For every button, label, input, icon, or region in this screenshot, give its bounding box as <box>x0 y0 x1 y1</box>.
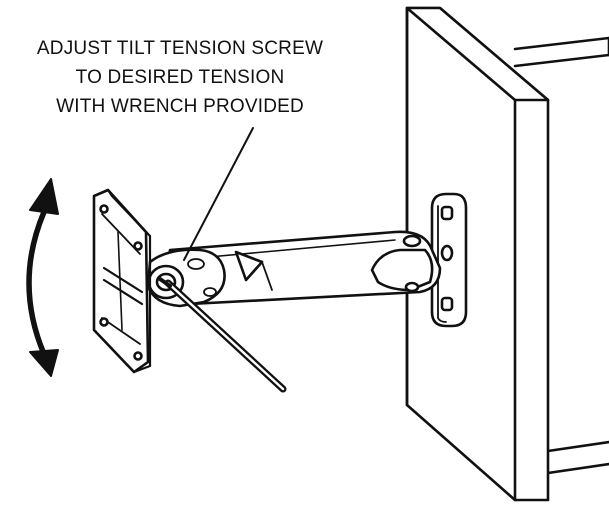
annotation-line-1: ADJUST TILT TENSION SCREW <box>36 38 324 59</box>
wall-bracket <box>430 192 468 328</box>
swing-arm <box>146 230 442 308</box>
annotation-line-2: TO DESIRED TENSION <box>75 67 285 88</box>
vesa-plate <box>92 188 152 374</box>
leader-line <box>183 127 254 261</box>
annotation-line-3: WITH WRENCH PROVIDED <box>56 96 304 117</box>
hex-wrench-icon <box>158 277 287 393</box>
annotation-text: ADJUST TILT TENSION SCREW TO DESIRED TEN… <box>0 34 360 121</box>
curved-double-arrow-icon <box>26 178 59 377</box>
back-shelf <box>513 36 609 475</box>
mounting-panel <box>405 6 550 502</box>
